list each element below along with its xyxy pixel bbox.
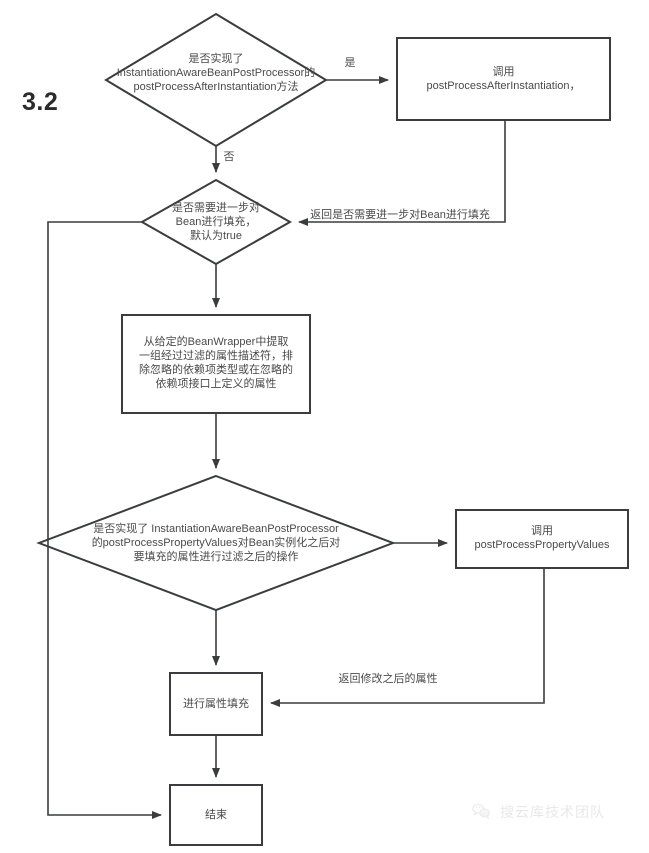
edge-label-return-modified: 返回修改之后的属性 (338, 673, 438, 685)
node-call-after-instantiation (396, 37, 611, 121)
node-decision-continue-populate (139, 178, 293, 266)
edge-return-populate-line (298, 120, 506, 226)
edge-label-no: 否 (223, 151, 235, 163)
node-extract-property-descriptors (121, 314, 311, 414)
edge-skip-to-end-line (47, 221, 162, 819)
edge-label-yes: 是 (344, 57, 356, 69)
watermark: 搜云库技术团队 (470, 800, 605, 823)
wechat-official-account-icon (472, 803, 490, 819)
node-call-property-values (455, 509, 629, 569)
edge-label-return-populate: 返回是否需要进一步对Bean进行填充 (310, 209, 490, 221)
node-decision-after-instantiation (104, 12, 328, 148)
node-decision-property-values (36, 474, 396, 612)
watermark-text: 搜云库技术团队 (500, 803, 605, 820)
edge-return-modified-line (270, 568, 545, 707)
section-number: 3.2 (22, 88, 59, 116)
node-end (169, 784, 263, 846)
node-populate-properties (169, 672, 263, 736)
